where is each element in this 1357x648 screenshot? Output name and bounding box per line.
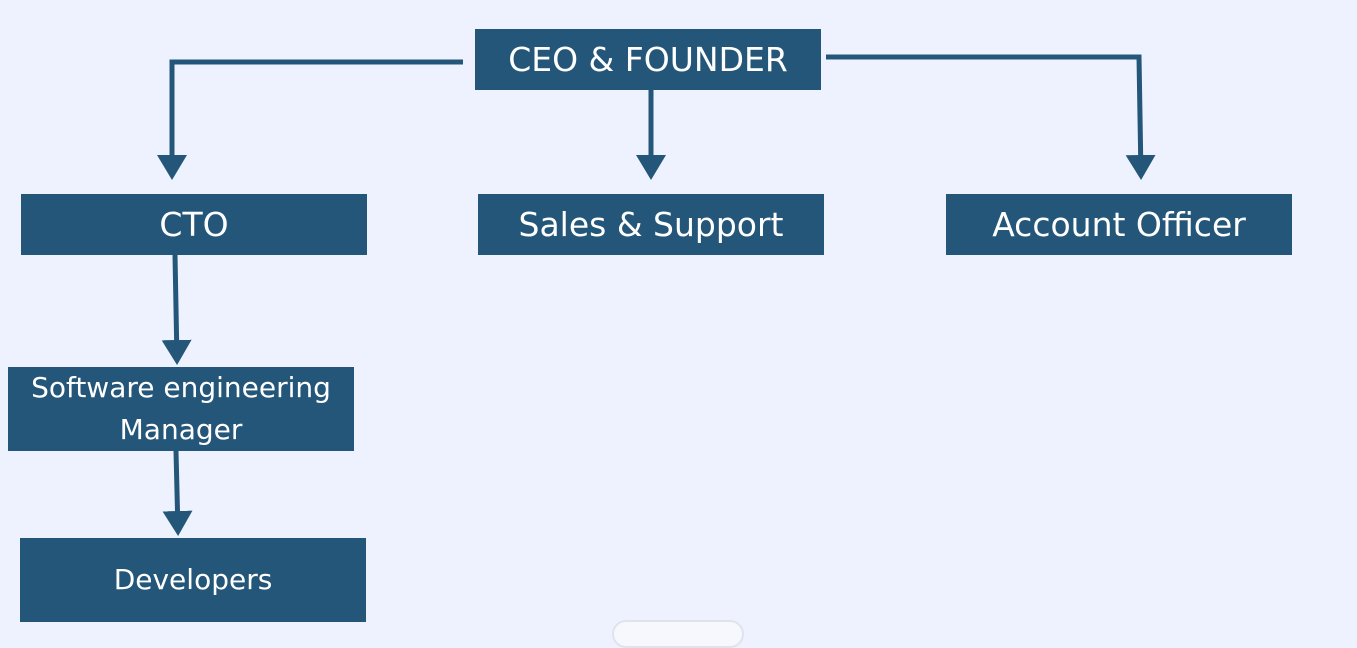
node-sem-label-line1: Software engineering	[31, 371, 331, 404]
node-sales-support: Sales & Support	[478, 194, 824, 255]
node-sem-label-line2: Manager	[119, 413, 243, 446]
node-sales-support-label: Sales & Support	[518, 204, 784, 244]
connector-ceo-to-account	[826, 54, 1156, 180]
node-developers: Developers	[20, 538, 366, 622]
node-software-engineering-manager: Software engineering Manager	[8, 367, 354, 451]
node-cto-label: CTO	[159, 204, 229, 244]
node-ceo-founder-label: CEO & FOUNDER	[508, 39, 788, 79]
org-chart-connectors	[157, 54, 1156, 536]
node-developers-label: Developers	[113, 563, 273, 597]
connector-ceo-to-cto	[157, 59, 463, 181]
connector-cto-to-sem	[161, 254, 192, 365]
connector-sem-to-developers	[162, 450, 193, 536]
node-ceo-founder: CEO & FOUNDER	[475, 29, 821, 90]
node-account-officer: Account Officer	[946, 194, 1292, 255]
node-account-officer-label: Account Officer	[992, 204, 1246, 244]
scroll-handle[interactable]	[612, 620, 744, 648]
node-cto: CTO	[21, 194, 367, 255]
